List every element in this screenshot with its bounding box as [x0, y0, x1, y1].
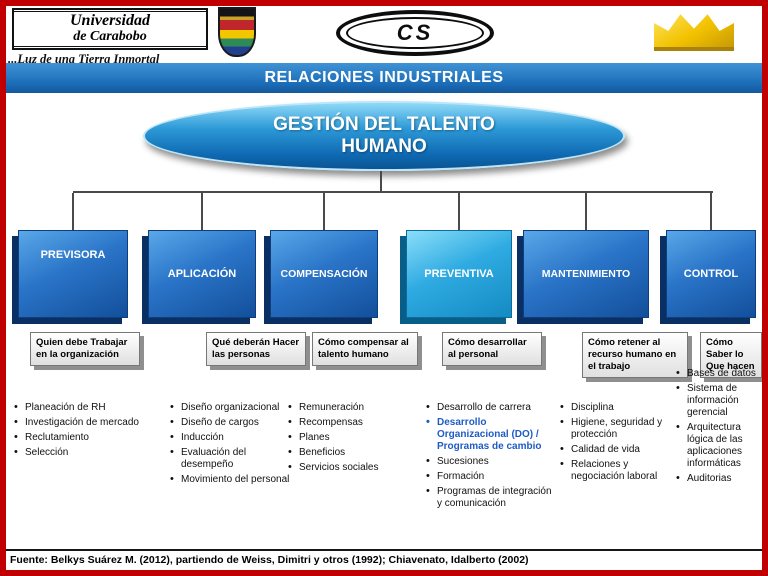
bullet-item: Relaciones y negociación laboral — [560, 458, 684, 483]
sublabel-previsora: Quien debe Trabajar en la organización — [30, 332, 140, 366]
bullet-item: Bases de datos — [676, 367, 762, 380]
org-box-aplicacion: APLICACIÓN — [148, 230, 256, 318]
connector-stub-3 — [323, 193, 325, 230]
bullet-item: Planeación de RH — [14, 401, 162, 414]
bullet-item: Selección — [14, 446, 162, 459]
bullet-item: Inducción — [170, 431, 294, 444]
cs-inner-oval: CS — [346, 17, 484, 49]
bullet-list-mantenimiento: Disciplina Higiene, seguridad y protecci… — [560, 401, 684, 486]
org-box-previsora: PREVISORA — [18, 230, 128, 318]
bullet-list-previsora: Planeación de RH Investigación de mercad… — [14, 401, 162, 462]
bullet-list-control: Bases de datos Sistema de información ge… — [676, 367, 762, 488]
bullet-item: Sistema de información gerencial — [676, 382, 762, 419]
root-node-title: GESTIÓN DEL TALENTO HUMANO — [273, 114, 495, 157]
connector-trunk — [380, 171, 382, 191]
org-box-control: CONTROL — [666, 230, 756, 318]
org-box-compensacion: COMPENSACIÓN — [270, 230, 378, 318]
connector-stub-5 — [585, 193, 587, 230]
sublabel-mantenimiento: Cómo retener al recurso humano en el tra… — [582, 332, 688, 378]
org-box-preventiva: PREVENTIVA — [406, 230, 512, 318]
bullet-item: Investigación de mercado — [14, 416, 162, 429]
bullet-item: Auditorias — [676, 472, 762, 485]
bullet-item: Beneficios — [288, 446, 406, 459]
bullet-item: Calidad de vida — [560, 443, 684, 456]
root-node: GESTIÓN DEL TALENTO HUMANO — [143, 101, 625, 171]
bullet-item: Higiene, seguridad y protección — [560, 416, 684, 441]
org-box-mantenimiento: MANTENIMIENTO — [523, 230, 649, 318]
bullet-item: Diseño organizacional — [170, 401, 294, 414]
bullet-item: Desarrollo de carrera — [426, 401, 554, 414]
university-name-line1: Universidad — [70, 12, 150, 30]
bullet-item: Planes — [288, 431, 406, 444]
university-tagline: ...Luz de una Tierra Inmortal — [8, 52, 160, 66]
university-logo-text: Universidad de Carabobo — [14, 11, 206, 47]
university-seal-icon — [218, 7, 256, 57]
bullet-list-aplicacion: Diseño organizacional Diseño de cargos I… — [170, 401, 294, 489]
connector-stub-2 — [201, 193, 203, 230]
bullet-item: Sucesiones — [426, 455, 554, 468]
bullet-item: Servicios sociales — [288, 461, 406, 474]
banner-title: RELACIONES INDUSTRIALES — [6, 63, 762, 93]
connector-horizontal — [73, 191, 713, 193]
connector-stub-6 — [710, 193, 712, 230]
connector-stub-1 — [72, 193, 74, 230]
bullet-list-compensacion: Remuneración Recompensas Planes Benefici… — [288, 401, 406, 477]
university-name-line2: de Carabobo — [73, 29, 147, 45]
bullet-item: Diseño de cargos — [170, 416, 294, 429]
bullet-item: Movimiento del personal — [170, 473, 294, 486]
bullet-item: Programas de integración y comunicación — [426, 485, 554, 510]
bullet-item-highlighted: Desarrollo Organizacional (DO) / Program… — [426, 416, 554, 453]
bullet-item: Formación — [426, 470, 554, 483]
bullet-list-preventiva: Desarrollo de carrera Desarrollo Organiz… — [426, 401, 554, 513]
bullet-item: Recompensas — [288, 416, 406, 429]
source-citation: Fuente: Belkys Suárez M. (2012), partien… — [10, 554, 529, 566]
bullet-item: Reclutamiento — [14, 431, 162, 444]
crown-logo-icon — [654, 14, 734, 51]
university-logo: Universidad de Carabobo — [12, 8, 208, 50]
bullet-item: Disciplina — [560, 401, 684, 414]
cs-logo-text: CS — [396, 20, 434, 45]
connector-stub-4 — [458, 193, 460, 230]
footer-divider — [6, 549, 762, 551]
sublabel-preventiva: Cómo desarrollar al personal — [442, 332, 542, 366]
bullet-item: Remuneración — [288, 401, 406, 414]
bullet-item: Evaluación del desempeño — [170, 446, 294, 471]
cs-oval-logo-icon: CS — [336, 10, 494, 56]
bullet-item: Arquitectura lógica de las aplicaciones … — [676, 421, 762, 470]
sublabel-aplicacion: Qué deberán Hacer las personas — [206, 332, 306, 366]
sublabel-compensacion: Cómo compensar al talento humano — [312, 332, 418, 366]
